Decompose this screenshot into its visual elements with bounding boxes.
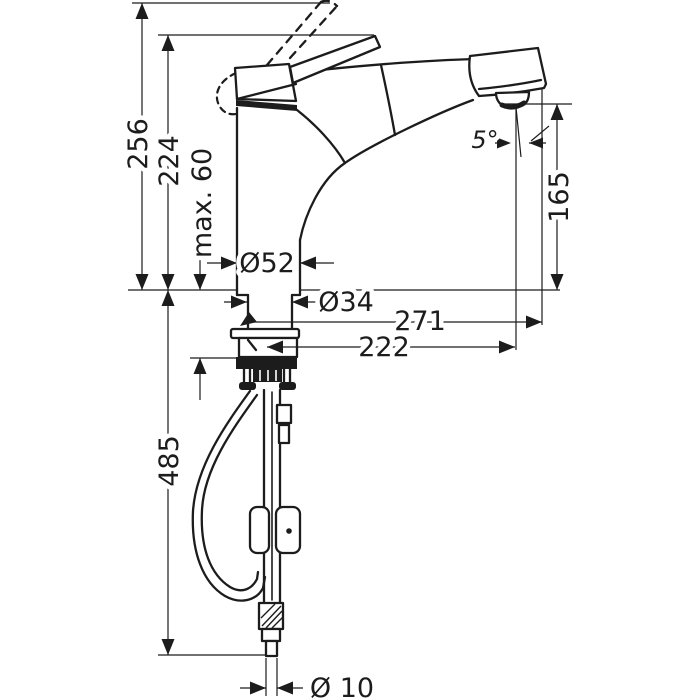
mounting-studs xyxy=(239,367,296,390)
dim-label-spout-reach: 222 xyxy=(358,332,410,363)
weight-pin xyxy=(286,528,292,534)
handle-swing-arc xyxy=(215,71,238,116)
reference-lines xyxy=(128,2,572,656)
ext-lines-d10 xyxy=(265,658,278,696)
dim-label-spout-angle: 5° xyxy=(471,126,498,154)
faucet-body-outline xyxy=(235,57,479,333)
head-block-seam xyxy=(235,82,298,101)
dim-label-shank-diameter: Ø34 xyxy=(318,287,374,318)
dimension-arrowheads xyxy=(135,3,564,695)
dim-label-hose-length: 485 xyxy=(154,435,185,487)
dimension-labels: 256 224 max. 60 485 165 Ø52 Ø34 271 222 … xyxy=(119,114,580,700)
head-joint-bar xyxy=(236,100,297,111)
faucet-body-fill xyxy=(237,59,477,331)
lever-handle xyxy=(288,34,382,85)
spray-head xyxy=(468,46,548,98)
ref-angle-line xyxy=(515,106,522,158)
hose-weight xyxy=(248,505,302,555)
mounting-clip xyxy=(246,338,258,352)
dashed-handle-raised xyxy=(215,0,339,116)
hose-connector-lower xyxy=(277,423,291,445)
body-spout-seam xyxy=(295,108,347,165)
spray-head-collar xyxy=(477,78,543,91)
base-seal xyxy=(236,357,297,369)
faucet-artwork xyxy=(191,0,548,658)
dim-label-outlet-height: 165 xyxy=(544,171,575,223)
dim-label-max-thickness: max. 60 xyxy=(187,148,218,258)
hose-loop xyxy=(191,389,267,602)
escutcheon-flange xyxy=(229,327,301,340)
connection-tube xyxy=(264,639,279,658)
dim-label-base-diameter: Ø52 xyxy=(239,248,295,279)
spout-head-seam xyxy=(379,63,397,137)
dim-label-connection-diameter: Ø 10 xyxy=(310,673,374,700)
control-head-block xyxy=(233,62,298,103)
angle-leader-line xyxy=(530,125,550,142)
hose-end-fitting xyxy=(257,601,285,658)
dim-label-height-handle: 224 xyxy=(154,135,185,187)
dim-label-height-total: 256 xyxy=(123,118,154,170)
hose-connector-upper xyxy=(275,403,293,425)
dim-label-projection: 271 xyxy=(394,306,446,337)
